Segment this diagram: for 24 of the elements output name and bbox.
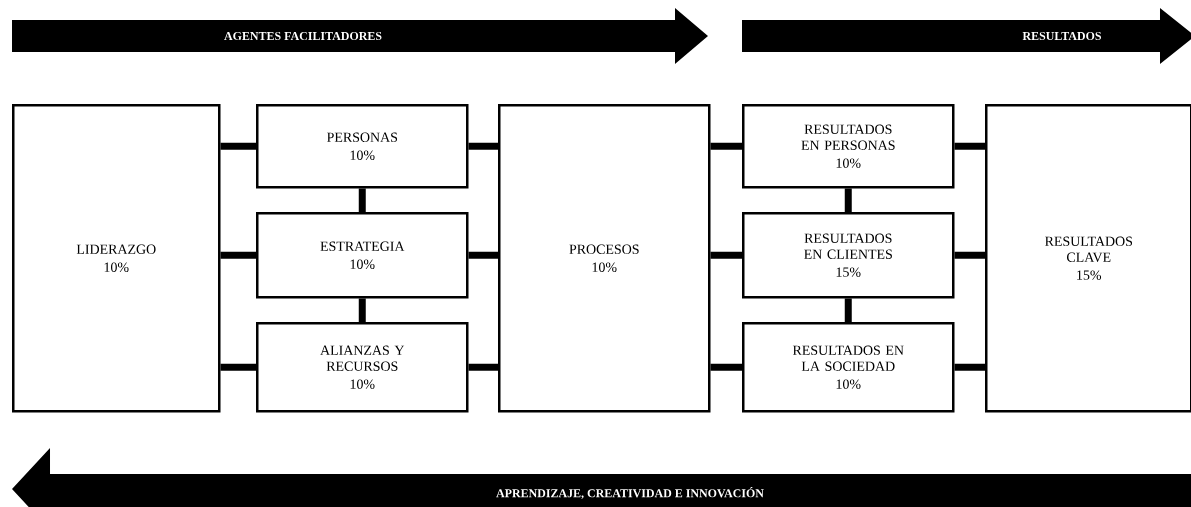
connector-bar <box>710 251 742 259</box>
heading-banner: RESULTADOS <box>742 8 1191 64</box>
connector-bar <box>468 363 498 371</box>
criterion-box: RESULTADOS EN LA SOCIEDAD 10% <box>742 322 955 413</box>
connector-bar <box>220 142 256 150</box>
criterion-box: LIDERAZGO 10% <box>12 104 221 413</box>
connector-bar <box>710 142 742 150</box>
criterion-box: ESTRATEGIA 10% <box>256 212 469 299</box>
connector-bar <box>710 363 742 371</box>
connector-bar <box>954 363 985 371</box>
heading-banner: AGENTES FACILITADORES <box>12 8 708 64</box>
criterion-box: PERSONAS 10% <box>256 104 469 189</box>
criterion-box: RESULTADOS CLAVE 15% <box>985 104 1191 413</box>
heading-banner: APRENDIZAJE, CREATIVIDAD E INNOVACIÓN <box>12 448 1191 507</box>
connector-bar <box>468 142 498 150</box>
connector-bar <box>220 363 256 371</box>
connector-bar <box>954 142 985 150</box>
connector-bar <box>468 251 498 259</box>
criterion-box: RESULTADOS EN CLIENTES 15% <box>742 212 955 299</box>
criterion-box: ALIANZAS Y RECURSOS 10% <box>256 322 469 413</box>
criterion-box: PROCESOS 10% <box>498 104 711 413</box>
connector-bar <box>220 251 256 259</box>
connector-bar <box>954 251 985 259</box>
criterion-box: RESULTADOS EN PERSONAS 10% <box>742 104 955 189</box>
